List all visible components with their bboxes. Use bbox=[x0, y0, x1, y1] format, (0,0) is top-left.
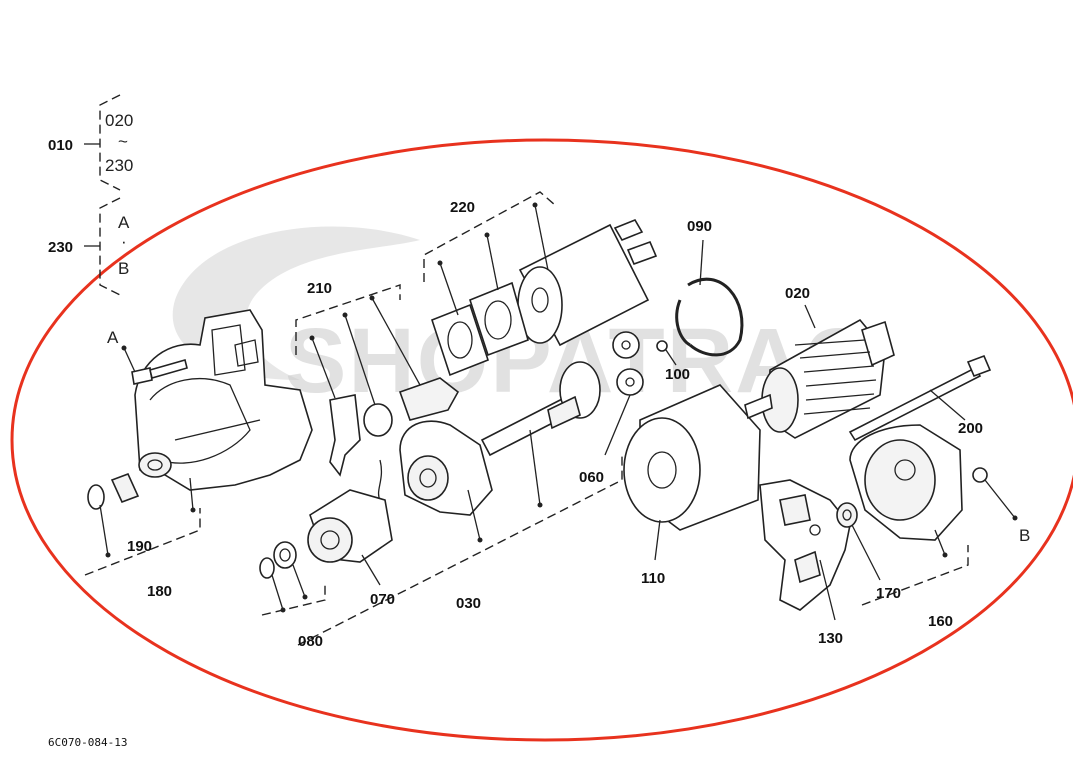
callout-220: 220 bbox=[450, 199, 475, 216]
part-shaft bbox=[480, 361, 601, 508]
callout-130: 130 bbox=[818, 630, 843, 647]
callout-030: 030 bbox=[456, 595, 481, 612]
part-through-bolt-200 bbox=[848, 354, 992, 442]
part-yoke-110 bbox=[623, 384, 761, 561]
part-bolt-a bbox=[121, 345, 188, 385]
label-010-tilde: ~ bbox=[118, 132, 128, 151]
callout-a: A bbox=[107, 328, 119, 347]
part-gaskets-220 bbox=[431, 232, 529, 377]
bracket-080 bbox=[261, 585, 326, 616]
callout-090: 090 bbox=[687, 218, 712, 235]
part-rings-080 bbox=[259, 541, 308, 613]
part-gears-060 bbox=[604, 331, 644, 456]
callout-100: 100 bbox=[665, 366, 690, 383]
bracket-030 bbox=[297, 455, 623, 646]
part-screw-b bbox=[972, 467, 1018, 521]
part-solenoid-220 bbox=[517, 202, 658, 347]
part-front-housing bbox=[134, 309, 313, 491]
callout-070: 070 bbox=[370, 591, 395, 608]
drawing-code: 6C070-084-13 bbox=[48, 736, 127, 749]
label-010: 010 bbox=[48, 137, 73, 154]
callout-160: 160 bbox=[928, 613, 953, 630]
label-010-top: 020 bbox=[105, 111, 133, 130]
callout-180: 180 bbox=[147, 583, 172, 600]
label-230-dot: · bbox=[121, 232, 127, 251]
part-bushing-190 bbox=[87, 472, 196, 558]
part-pinion-070 bbox=[307, 489, 393, 586]
label-230: 230 bbox=[48, 239, 73, 256]
part-brush-holder-130 bbox=[759, 479, 851, 621]
callout-020: 020 bbox=[785, 285, 810, 302]
part-armature-020 bbox=[744, 304, 895, 439]
bracket-010: 010 020 ~ 230 bbox=[48, 94, 133, 191]
part-retainer-090 bbox=[656, 239, 744, 366]
label-010-bottom: 230 bbox=[105, 156, 133, 175]
part-end-frame-160 bbox=[849, 424, 963, 558]
part-bushing-170 bbox=[836, 502, 881, 581]
label-230-top: A bbox=[118, 213, 130, 232]
label-230-bottom: B bbox=[118, 259, 129, 278]
bracket-230: 230 A · B bbox=[48, 197, 130, 296]
callout-b: B bbox=[1019, 526, 1030, 545]
part-gear-housing-030 bbox=[399, 420, 493, 543]
callout-210: 210 bbox=[307, 280, 332, 297]
part-lever-210 bbox=[309, 295, 460, 501]
bracket-160 bbox=[861, 545, 969, 606]
callout-170: 170 bbox=[876, 585, 901, 602]
callout-200: 200 bbox=[958, 420, 983, 437]
highlight-ellipse bbox=[10, 138, 1073, 742]
bracket-220 bbox=[423, 191, 556, 282]
callout-110: 110 bbox=[641, 570, 665, 587]
bracket-210 bbox=[295, 284, 401, 355]
callout-060: 060 bbox=[579, 469, 604, 486]
callout-080: 080 bbox=[298, 633, 323, 650]
callout-190: 190 bbox=[127, 538, 152, 555]
